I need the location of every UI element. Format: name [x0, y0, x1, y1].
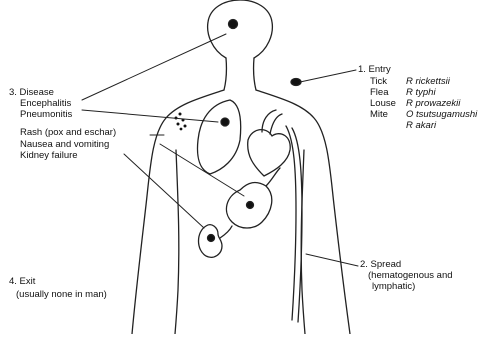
disease-item: Nausea and vomiting	[20, 139, 109, 150]
pathogen-dot-lung	[221, 118, 229, 126]
species-label: O tsutsugamushi	[406, 109, 477, 120]
vector-label: Louse	[370, 98, 396, 109]
disease-item: Rash (pox and eschar)	[20, 127, 116, 138]
spread-note: (hematogenous and	[368, 270, 453, 281]
disease-heading: 3. Disease	[9, 87, 54, 98]
heart-outline	[248, 130, 291, 176]
entry-heading: 1. Entry	[358, 64, 391, 75]
vector-label: Tick	[370, 76, 387, 87]
pathogen-dot-kidney	[208, 235, 215, 242]
exit-heading: 4. Exit	[9, 276, 35, 287]
species-label: R rickettsii	[406, 76, 450, 87]
disease-item: Encephalitis	[20, 98, 71, 109]
leader-lines	[82, 34, 358, 266]
species-label: R typhi	[406, 87, 436, 98]
disease-item: Kidney failure	[20, 150, 78, 161]
spread-heading: 2. Spread	[360, 259, 401, 270]
spread-note: lymphatic)	[372, 281, 415, 292]
exit-note: (usually none in man)	[16, 289, 107, 300]
head-outline	[208, 0, 273, 58]
left-flank	[175, 150, 179, 334]
disease-item: Pneumonitis	[20, 109, 72, 120]
species-label: R akari	[406, 120, 436, 131]
neck-outline	[224, 58, 256, 90]
blood-vessel	[286, 126, 296, 320]
species-label: R prowazekii	[406, 98, 460, 109]
vector-label: Flea	[370, 87, 388, 98]
lung-outline	[198, 100, 241, 174]
vector-label: Mite	[370, 109, 388, 120]
pathogen-dot-stomach	[247, 202, 254, 209]
pathogen-dot-head	[229, 20, 238, 29]
rash-spots	[175, 113, 187, 131]
